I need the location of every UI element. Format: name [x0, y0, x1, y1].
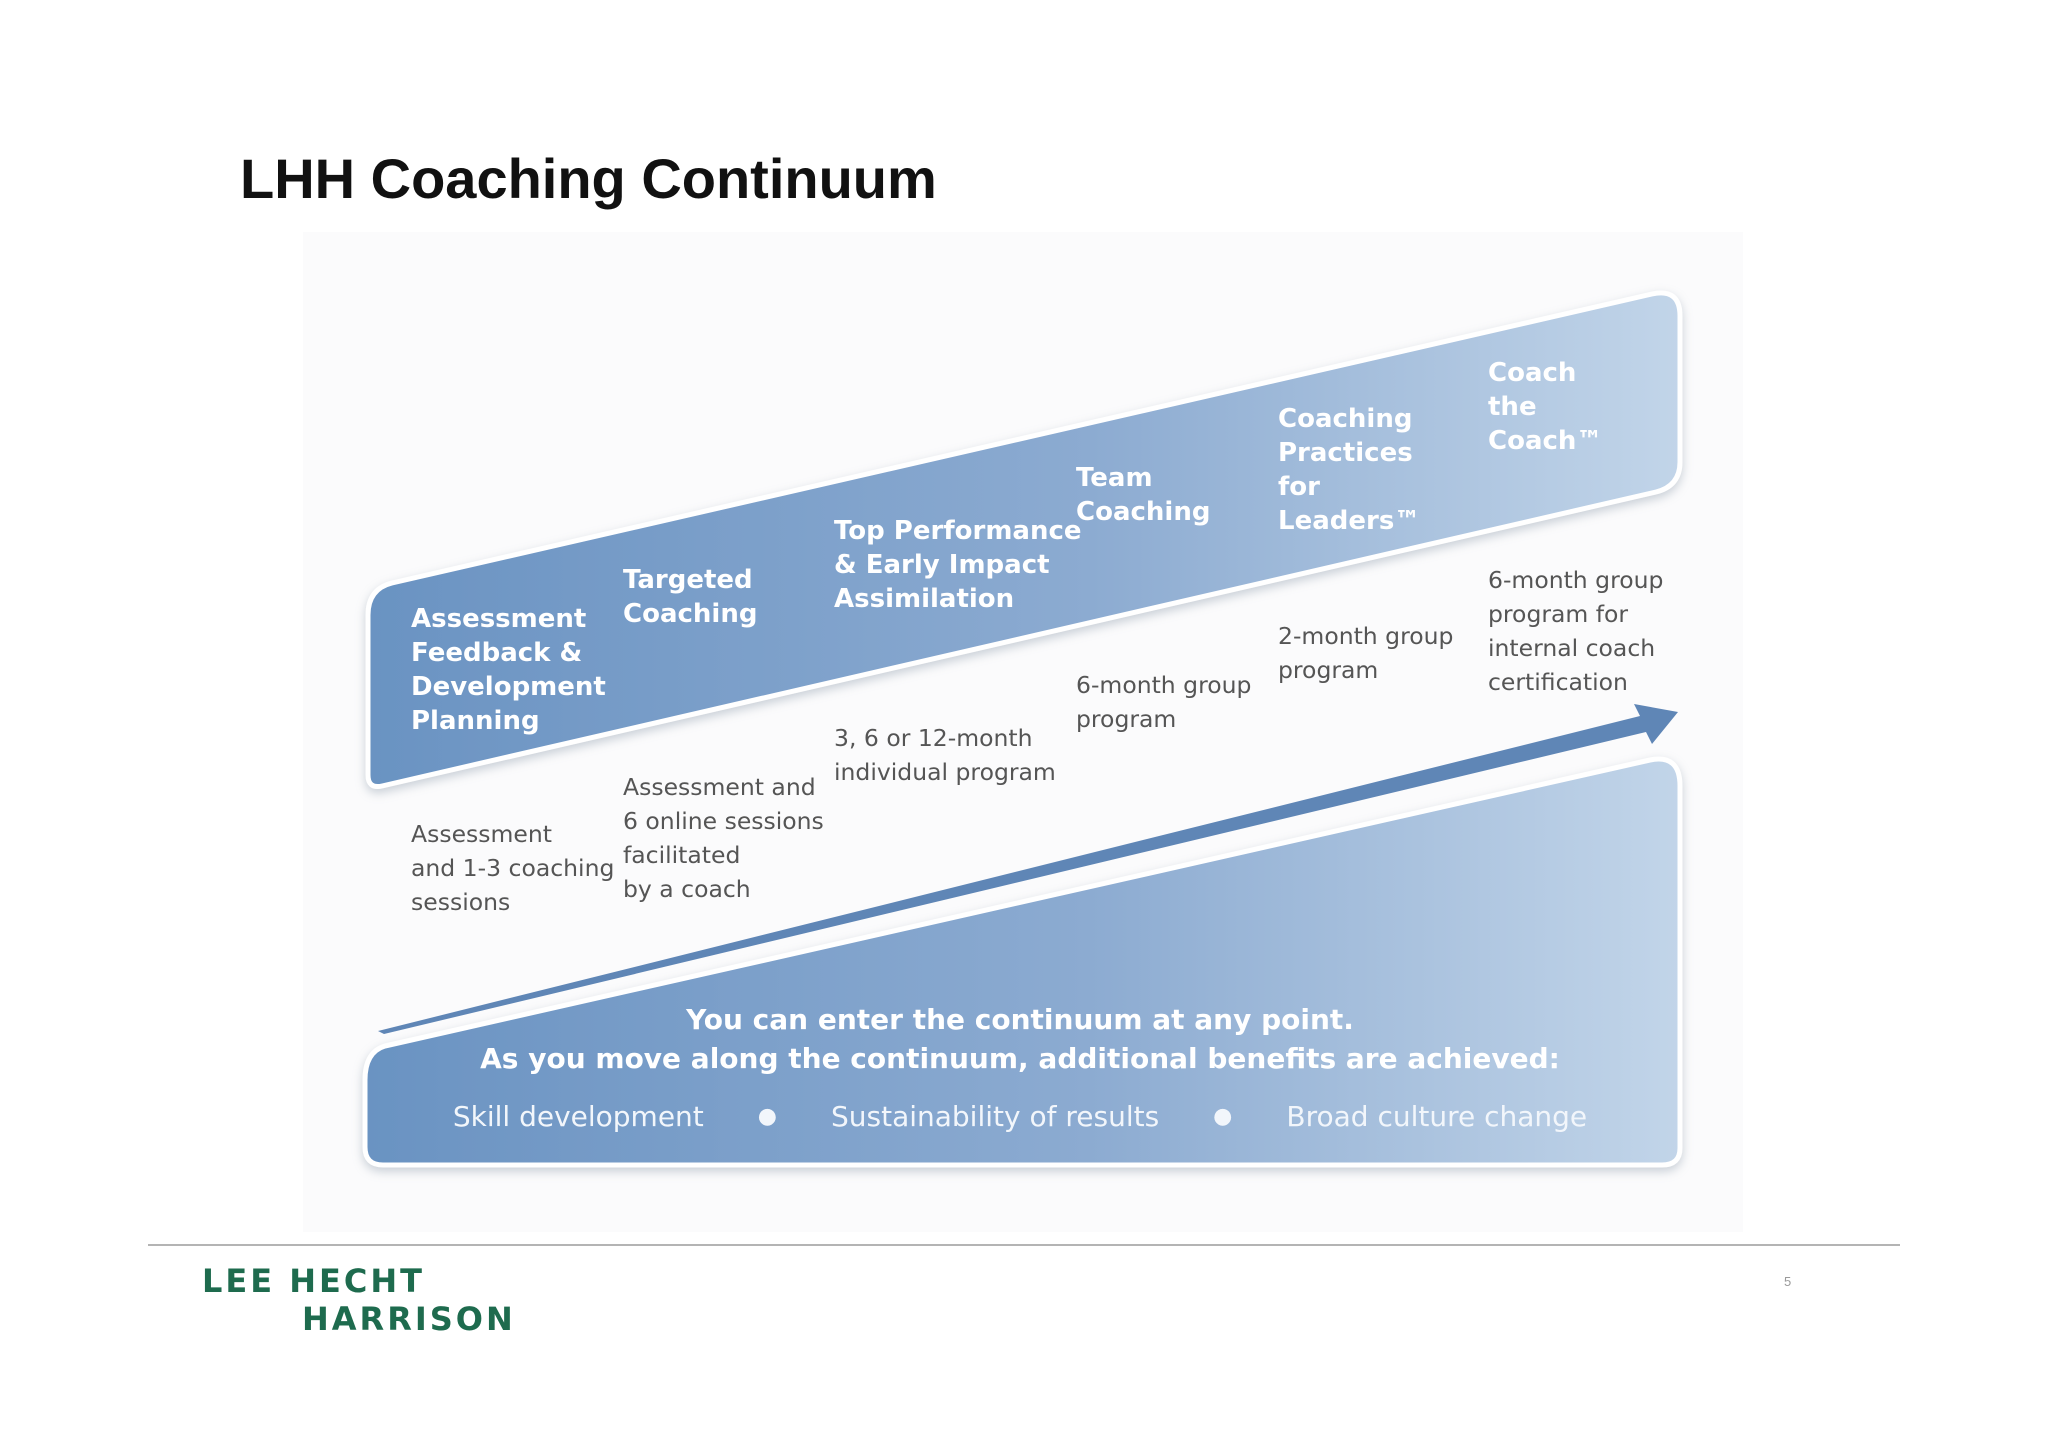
page-number: 5 — [1784, 1274, 1792, 1289]
stage-desc-coaching-practices: 2-month group program — [1278, 622, 1454, 684]
bullet-separator: ● — [757, 1103, 777, 1129]
benefit-skill-development: Skill development — [452, 1099, 704, 1133]
benefits-band — [362, 756, 1683, 1168]
stages-band — [365, 290, 1683, 789]
continuum-entry-text: You can enter the continuum at any point… — [686, 1003, 1354, 1036]
logo-line-1: LEE HECHT — [202, 1262, 425, 1300]
stage-title-coach-the-coach: Coach the Coach™ — [1488, 358, 1603, 456]
stage-desc-top-performance: 3, 6 or 12-month individual program — [834, 724, 1056, 786]
logo-line-2: HARRISON — [302, 1300, 516, 1338]
progression-arrow — [378, 704, 1678, 1034]
bullet-separator: ● — [1213, 1103, 1233, 1129]
company-logo: LEE HECHT HARRISON — [202, 1262, 516, 1338]
stage-desc-coach-the-coach: 6-month group program for internal coach… — [1488, 566, 1664, 696]
stage-title-targeted-coaching: Targeted Coaching — [623, 565, 758, 629]
stage-desc-team-coaching: 6-month group program — [1076, 671, 1252, 733]
stage-desc-targeted-coaching: Assessment and 6 online sessions facilit… — [623, 773, 824, 903]
stage-title-top-performance: Top Performance & Early Impact Assimilat… — [834, 516, 1082, 614]
stage-title-coaching-practices: Coaching Practices for Leaders™ — [1278, 404, 1421, 536]
stage-title-assessment-feedback: Assessment Feedback & Development Planni… — [411, 604, 606, 736]
benefits-list: Skill development ● Sustainability of re… — [370, 1096, 1670, 1136]
stage-desc-assessment-feedback: Assessment and 1-3 coaching sessions — [411, 820, 615, 916]
footer-divider — [148, 1244, 1900, 1246]
stage-title-team-coaching: Team Coaching — [1076, 463, 1211, 527]
continuum-benefits-intro: As you move along the continuum, additio… — [480, 1042, 1560, 1075]
benefit-culture-change: Broad culture change — [1286, 1099, 1588, 1133]
page-title: LHH Coaching Continuum — [240, 147, 937, 210]
benefit-sustainability: Sustainability of results — [830, 1099, 1160, 1133]
